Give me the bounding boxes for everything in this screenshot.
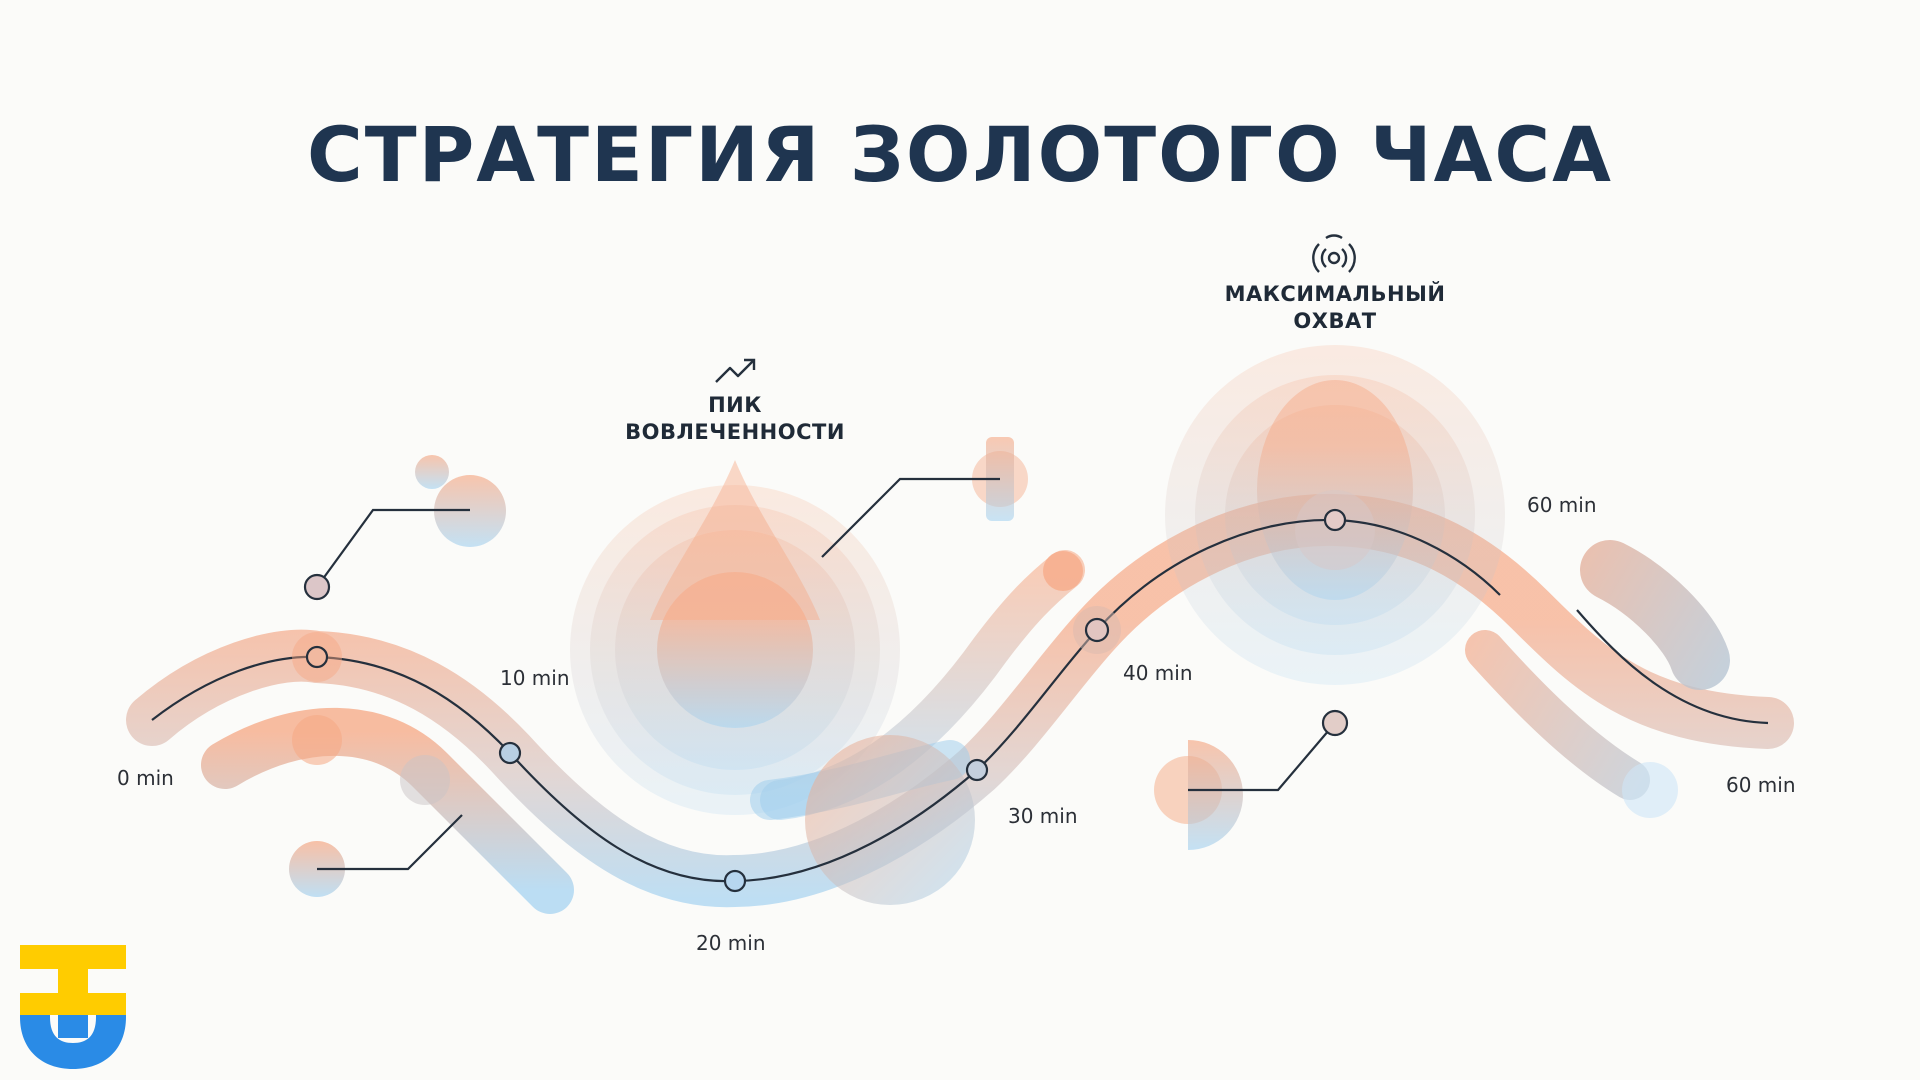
node-10min bbox=[498, 741, 522, 765]
callout-top-left bbox=[303, 455, 506, 601]
trending-up-icon bbox=[715, 358, 756, 383]
trailing-band-2 bbox=[1465, 630, 1650, 800]
engagement-peak-line1: ПИК bbox=[708, 393, 762, 417]
max-reach-caption: МАКСИМАЛЬНЫЙ ОХВАТ bbox=[1185, 281, 1485, 335]
time-label-60-upper: 60 min bbox=[1527, 493, 1597, 517]
time-label-60-lower: 60 min bbox=[1726, 773, 1796, 797]
time-label-40: 40 min bbox=[1123, 661, 1193, 685]
node-20min bbox=[723, 869, 747, 893]
callout-engagement bbox=[821, 437, 1028, 558]
tu-logo bbox=[20, 945, 126, 1069]
callout-bottom-left bbox=[289, 814, 463, 897]
trailing-band-1 bbox=[1580, 540, 1730, 690]
node-30min bbox=[965, 758, 989, 782]
time-label-0: 0 min bbox=[117, 766, 174, 790]
time-label-10: 10 min bbox=[500, 666, 570, 690]
broadcast-icon bbox=[1312, 234, 1356, 273]
node-peak bbox=[1323, 508, 1347, 532]
max-reach-line1: МАКСИМАЛЬНЫЙ bbox=[1224, 282, 1446, 306]
engagement-peak-line2: ВОВЛЕЧЕННОСТИ bbox=[625, 420, 845, 444]
time-label-20: 20 min bbox=[696, 931, 766, 955]
engagement-peak-rings bbox=[570, 460, 900, 815]
node-40min bbox=[1084, 617, 1110, 643]
engagement-peak-caption: ПИК ВОВЛЕЧЕННОСТИ bbox=[585, 392, 885, 446]
timeline-nodes bbox=[305, 508, 1347, 893]
timeline-line bbox=[151, 518, 1501, 883]
time-label-30: 30 min bbox=[1008, 804, 1078, 828]
max-reach-line2: ОХВАТ bbox=[1293, 309, 1377, 333]
node-start bbox=[305, 645, 329, 669]
page-title: СТРАТЕГИЯ ЗОЛОТОГО ЧАСА bbox=[306, 110, 1613, 199]
callout-half-circle bbox=[1154, 709, 1349, 850]
